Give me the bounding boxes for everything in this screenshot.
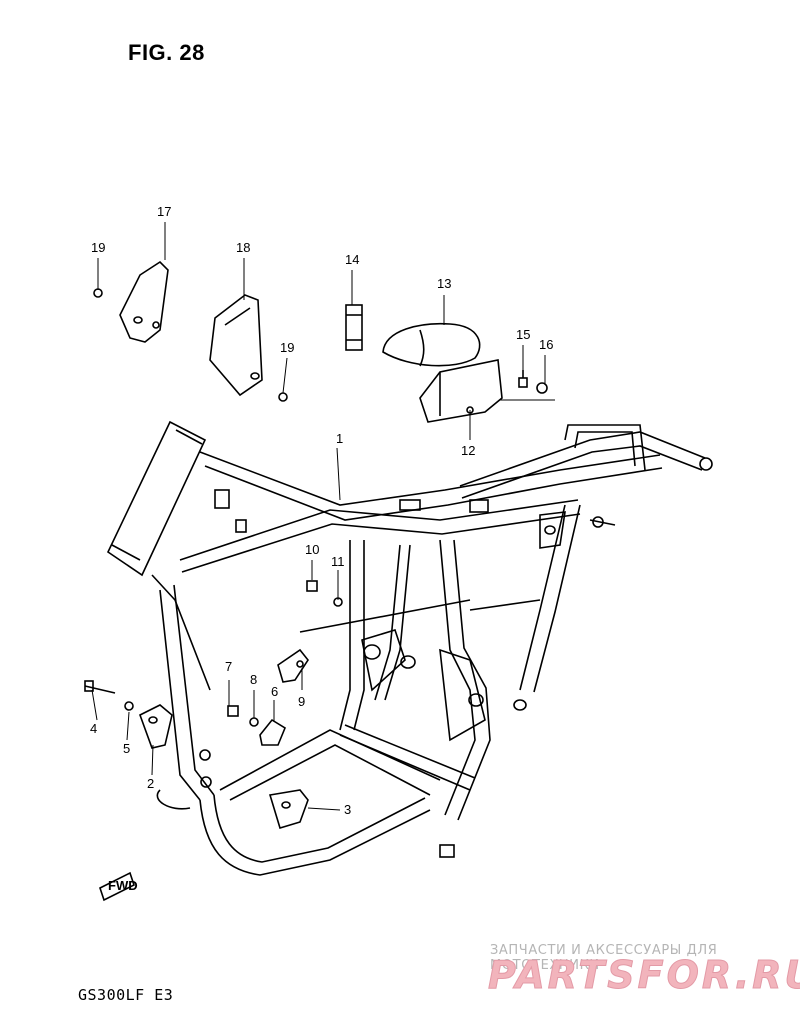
callout-19-upper: 19 [91, 240, 105, 255]
center-downtube [339, 540, 351, 731]
top-tube [199, 451, 661, 506]
callout-19-lower: 19 [280, 340, 294, 355]
callout-18: 18 [236, 240, 250, 255]
callout-11: 11 [331, 554, 345, 569]
bracket-6 [259, 718, 286, 746]
bracket-2 [139, 704, 173, 749]
head-stock [106, 420, 207, 577]
model-code: GS300LF E3 [78, 986, 174, 1004]
callout-15: 15 [516, 327, 530, 342]
callout-1: 1 [336, 431, 343, 446]
callout-10: 10 [305, 542, 319, 557]
callout-5: 5 [123, 741, 130, 756]
bracket-17 [119, 260, 169, 343]
front-downtube [159, 589, 201, 801]
callout-12: 12 [461, 443, 475, 458]
bottom-cradle [199, 799, 431, 876]
callout-6: 6 [271, 684, 278, 699]
callout-17: 17 [157, 204, 171, 219]
callout-9: 9 [298, 694, 305, 709]
callout-14: 14 [345, 252, 359, 267]
main-frame [106, 420, 713, 876]
bracket-3 [268, 789, 309, 829]
watermark-tagline: ЗАПЧАСТИ И АКСЕССУАРЫ ДЛЯ МОТОТЕХНИКИ [490, 943, 718, 973]
leader-lines [91, 222, 555, 811]
bracket-9 [277, 648, 309, 683]
callout-3: 3 [344, 802, 351, 817]
callout-7: 7 [225, 659, 232, 674]
fwd-label: FWD [108, 878, 138, 893]
figure-title: FIG. 28 [128, 40, 205, 65]
fwd-arrow-icon [99, 871, 135, 902]
clamp-14 [345, 304, 363, 351]
callout-16: 16 [539, 337, 553, 352]
callout-2: 2 [147, 776, 154, 791]
cover-18 [209, 294, 263, 397]
case-12 [419, 359, 503, 423]
callout-4: 4 [90, 721, 97, 736]
watermark-logo: PARTSFOR.RU [487, 953, 800, 998]
callout-13: 13 [437, 276, 451, 291]
callout-8: 8 [250, 672, 257, 687]
cushion-13 [382, 322, 481, 367]
seat-rail [459, 431, 706, 487]
